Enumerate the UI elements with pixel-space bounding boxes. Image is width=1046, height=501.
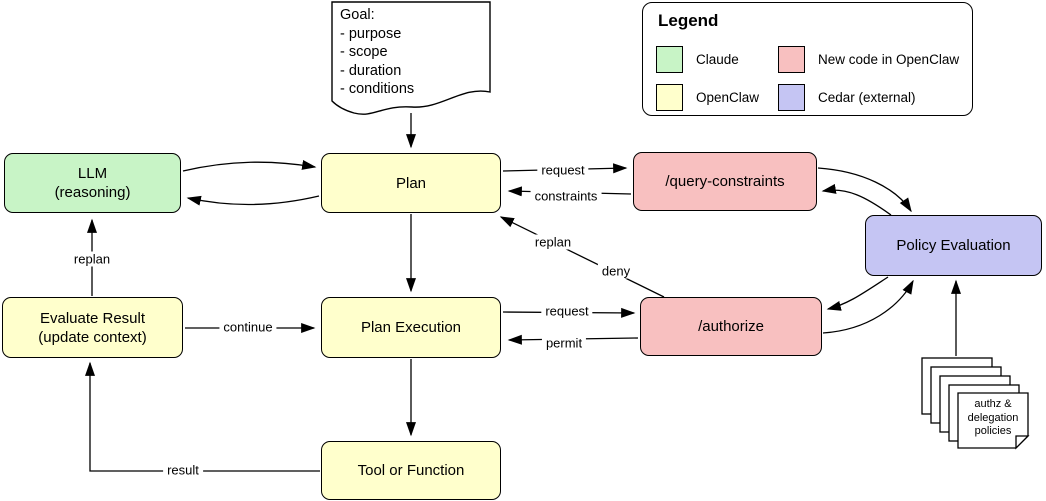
- edge-label-result: result: [163, 462, 203, 478]
- node-tool-or-function: Tool or Function: [321, 441, 501, 500]
- policies-page-fold: [1015, 435, 1030, 450]
- edge-label-replan-diagonal: replan: [530, 234, 576, 250]
- goal-note-title: Goal:: [340, 7, 375, 23]
- node-evaluate-result: Evaluate Result (update context): [2, 297, 183, 358]
- legend-box: Legend Claude New code in OpenClaw OpenC…: [642, 2, 973, 116]
- edge-llm-to-plan: [182, 159, 317, 172]
- node-llm-label-line2: (reasoning): [54, 184, 131, 201]
- goal-note-item: - conditions: [340, 81, 415, 97]
- legend-swatch-claude: [656, 46, 683, 73]
- edge-label-request-bottom: request: [541, 303, 593, 319]
- node-evaluate-result-label-line1: Evaluate Result: [39, 309, 146, 327]
- node-llm: LLM (reasoning): [4, 153, 181, 213]
- policies-note-line: authz &: [974, 398, 1012, 410]
- edge-plan-to-llm: [186, 195, 320, 206]
- legend-label-cedar: Cedar (external): [818, 90, 916, 105]
- policies-note: authz & delegation policies: [958, 398, 1028, 439]
- node-query-constraints-label: /query-constraints: [665, 173, 785, 190]
- edge-queryconstraints-to-policyeval: [817, 167, 912, 213]
- policies-note-line: policies: [974, 425, 1012, 437]
- edge-label-deny: deny: [597, 263, 635, 279]
- edge-tool-to-evaluateresult-result: [84, 361, 320, 472]
- goal-note-item: - scope: [340, 44, 388, 60]
- policies-note-line: delegation: [967, 411, 1019, 424]
- policies-stack: [921, 357, 1030, 450]
- edge-policyeval-to-authorize: [826, 276, 889, 311]
- node-policy-evaluation-label: Policy Evaluation: [896, 237, 1011, 254]
- node-plan-label: Plan: [395, 174, 427, 192]
- legend-swatch-openclaw: [656, 84, 683, 111]
- node-plan: Plan: [321, 153, 501, 213]
- node-policy-evaluation: Policy Evaluation: [865, 215, 1042, 276]
- edge-label-replan-left: replan: [69, 251, 115, 267]
- node-authorize: /authorize: [640, 297, 822, 356]
- node-evaluate-result-label-line2: (update context): [38, 328, 147, 346]
- legend-label-new-code: New code in OpenClaw: [818, 52, 960, 67]
- edge-label-permit: permit: [541, 335, 587, 351]
- legend-label-claude: Claude: [696, 52, 739, 67]
- goal-note: Goal: - purpose - scope - duration - con…: [340, 6, 485, 99]
- node-plan-execution-label: Plan Execution: [360, 319, 462, 336]
- goal-note-item: - purpose: [340, 25, 402, 42]
- legend-swatch-cedar: [778, 84, 805, 111]
- node-authorize-label: /authorize: [698, 318, 764, 335]
- edge-authorize-to-plan-deny-replan: [499, 216, 665, 298]
- goal-note-item: - duration: [340, 62, 402, 79]
- node-query-constraints: /query-constraints: [633, 152, 817, 211]
- goal-document-shape: [331, 1, 491, 115]
- edge-label-request-top: request: [537, 162, 589, 178]
- legend-title: Legend: [658, 11, 719, 30]
- edge-policyeval-to-queryconstraints: [821, 183, 892, 216]
- node-tool-or-function-label: Tool or Function: [357, 462, 465, 479]
- legend-swatch-new-code: [778, 46, 805, 73]
- node-llm-label-line1: LLM: [77, 165, 108, 182]
- edge-label-continue: continue: [219, 319, 277, 335]
- node-plan-execution: Plan Execution: [321, 297, 501, 358]
- edge-authorize-to-policyeval: [822, 279, 914, 334]
- edge-label-constraints: constraints: [530, 188, 602, 204]
- legend-label-openclaw: OpenClaw: [696, 90, 760, 105]
